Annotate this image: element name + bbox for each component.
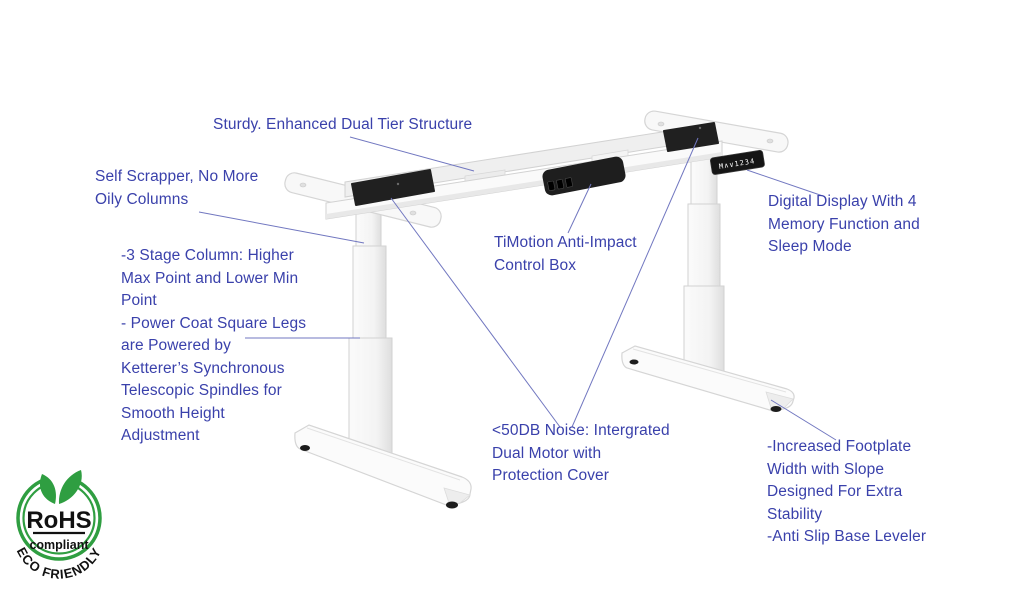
- annotation-dual-tier: Sturdy. Enhanced Dual Tier Structure: [213, 116, 473, 133]
- beam-assembly: [325, 123, 723, 220]
- screw: [396, 182, 400, 186]
- left-motor-cover: [351, 169, 435, 206]
- annotation-noise: <50DB Noise: Intergrated Dual Motor with…: [492, 422, 670, 484]
- right-motor-cover: [663, 122, 719, 152]
- right-foot-rear-leveler: [629, 359, 639, 365]
- right-leg-column: [683, 145, 725, 375]
- badge-subtitle: compliant: [29, 538, 89, 552]
- annotation-footplate: -Increased Footplate Width with Slope De…: [767, 438, 927, 545]
- right-foot: [621, 345, 795, 412]
- screw: [698, 126, 702, 130]
- keypad-display: M∧∨1234: [709, 149, 765, 175]
- left-foot-slope: [443, 487, 471, 507]
- leaf-icon: [39, 474, 56, 504]
- annotation-control-box: TiMotion Anti-Impact Control Box: [494, 234, 637, 274]
- leader-noise-right: [571, 137, 699, 428]
- left-foot-ridge: [306, 427, 461, 481]
- leader-footplate: [770, 399, 837, 441]
- right-foot-front-leveler: [770, 406, 782, 412]
- left-bracket-hole: [409, 210, 417, 216]
- annotation-self-scrapper: Self Scrapper, No More Oily Columns: [95, 168, 259, 208]
- right-column-stage-2: [687, 203, 721, 293]
- left-column-stage-3: [348, 337, 393, 455]
- right-foot-slope: [765, 391, 794, 412]
- left-foot-rear-leveler: [300, 445, 310, 451]
- leader-lines: [198, 136, 837, 441]
- left-foot: [294, 424, 472, 509]
- control-box-port: [547, 180, 556, 192]
- left-leg-column: [348, 197, 393, 455]
- left-foot-front-leveler: [446, 501, 458, 509]
- annotation-digital-display: Digital Display With 4 Memory Function a…: [768, 193, 920, 255]
- badge-title: RoHS: [26, 507, 91, 534]
- control-box: [542, 156, 626, 196]
- rohs-badge: RoHS compliant ECO FRIENDLY: [14, 470, 103, 582]
- right-bracket-hole: [657, 121, 665, 127]
- annotation-stage-column: -3 Stage Column: Higher Max Point and Lo…: [121, 247, 307, 444]
- right-bracket-hole: [766, 138, 774, 144]
- leader-self-scrapper: [198, 211, 365, 244]
- control-box-port: [565, 177, 573, 188]
- right-column-stage-3: [683, 285, 725, 375]
- left-bracket-hole: [299, 182, 307, 188]
- leader-control-box: [567, 183, 592, 234]
- leader-dual-tier: [349, 136, 475, 172]
- right-foot-ridge: [632, 348, 787, 393]
- left-column-stage-2: [352, 245, 387, 343]
- control-box-port: [556, 179, 565, 190]
- leaf-icon: [58, 470, 82, 504]
- leader-digital-display: [746, 169, 824, 197]
- leader-noise-left: [390, 197, 561, 428]
